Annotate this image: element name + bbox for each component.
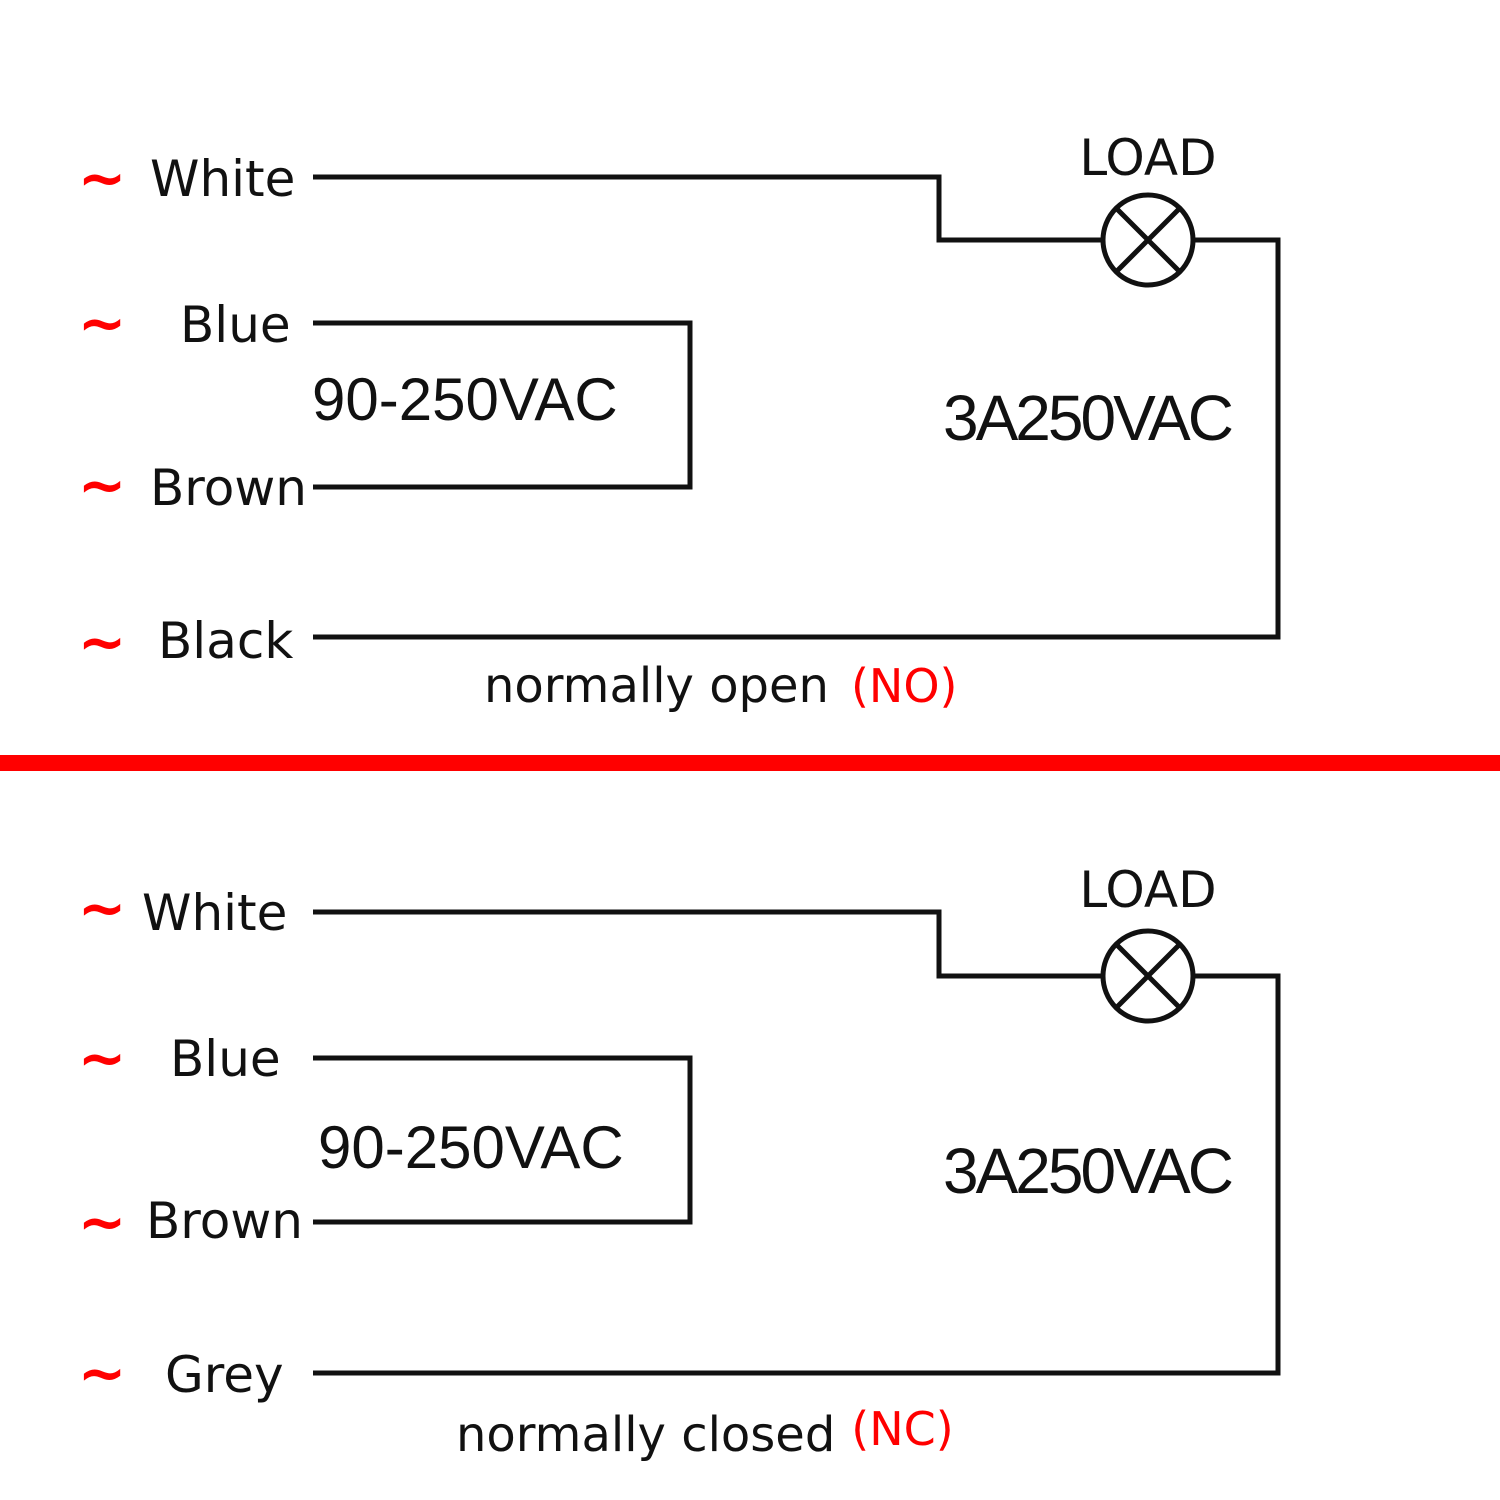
ac-tilde-icon: ~: [78, 451, 127, 519]
load-return-wire: [313, 973, 1281, 1376]
ac-tilde-icon: ~: [78, 144, 127, 212]
mode-caption: normally closed (NC): [456, 1402, 954, 1463]
load-label: LOAD: [1079, 129, 1216, 187]
ac-tilde-icon: ~: [78, 289, 127, 357]
caption-text: normally open: [484, 658, 829, 714]
wire-label-brown: Brown: [146, 1192, 303, 1250]
wire-label-blue: Blue: [170, 1030, 281, 1088]
wire-label-white: White: [150, 150, 295, 208]
white-wire: [313, 174, 1102, 243]
ac-tilde-icon: ~: [78, 1188, 127, 1256]
supply-loop-wire: [313, 320, 693, 490]
ac-tilde-icon: ~: [78, 1339, 127, 1407]
contact-rating: 3A250VAC: [943, 1135, 1232, 1207]
panel-normally-closed: LOAD ~ ~ ~ ~ White Blue Brown Grey 90-25…: [78, 861, 1281, 1463]
mode-code: (NC): [851, 1402, 953, 1456]
wire-label-white: White: [142, 884, 287, 942]
ac-tilde-icon: ~: [78, 874, 127, 942]
supply-loop-wire: [313, 1055, 693, 1225]
wire-label-grey: Grey: [165, 1346, 284, 1404]
lamp-icon: [1100, 928, 1196, 1024]
load-return-wire: [313, 237, 1281, 640]
white-wire: [313, 909, 1102, 979]
panel-normally-open: LOAD ~ ~ ~ ~ White Blue Brown Black 90-2…: [78, 129, 1281, 714]
divider-bar: [0, 755, 1500, 771]
caption-text: normally closed: [456, 1407, 835, 1463]
mode-caption: normally open (NO): [484, 658, 958, 714]
mode-code: (NO): [851, 659, 958, 713]
lamp-icon: [1100, 192, 1196, 288]
wire-label-blue: Blue: [180, 296, 291, 354]
supply-voltage: 90-250VAC: [312, 366, 618, 433]
contact-rating: 3A250VAC: [943, 382, 1232, 454]
wire-label-black: Black: [158, 612, 293, 670]
ac-tilde-icon: ~: [78, 608, 127, 676]
load-label: LOAD: [1079, 861, 1216, 919]
ac-tilde-icon: ~: [78, 1024, 127, 1092]
supply-voltage: 90-250VAC: [318, 1114, 624, 1181]
wire-label-brown: Brown: [150, 459, 307, 517]
